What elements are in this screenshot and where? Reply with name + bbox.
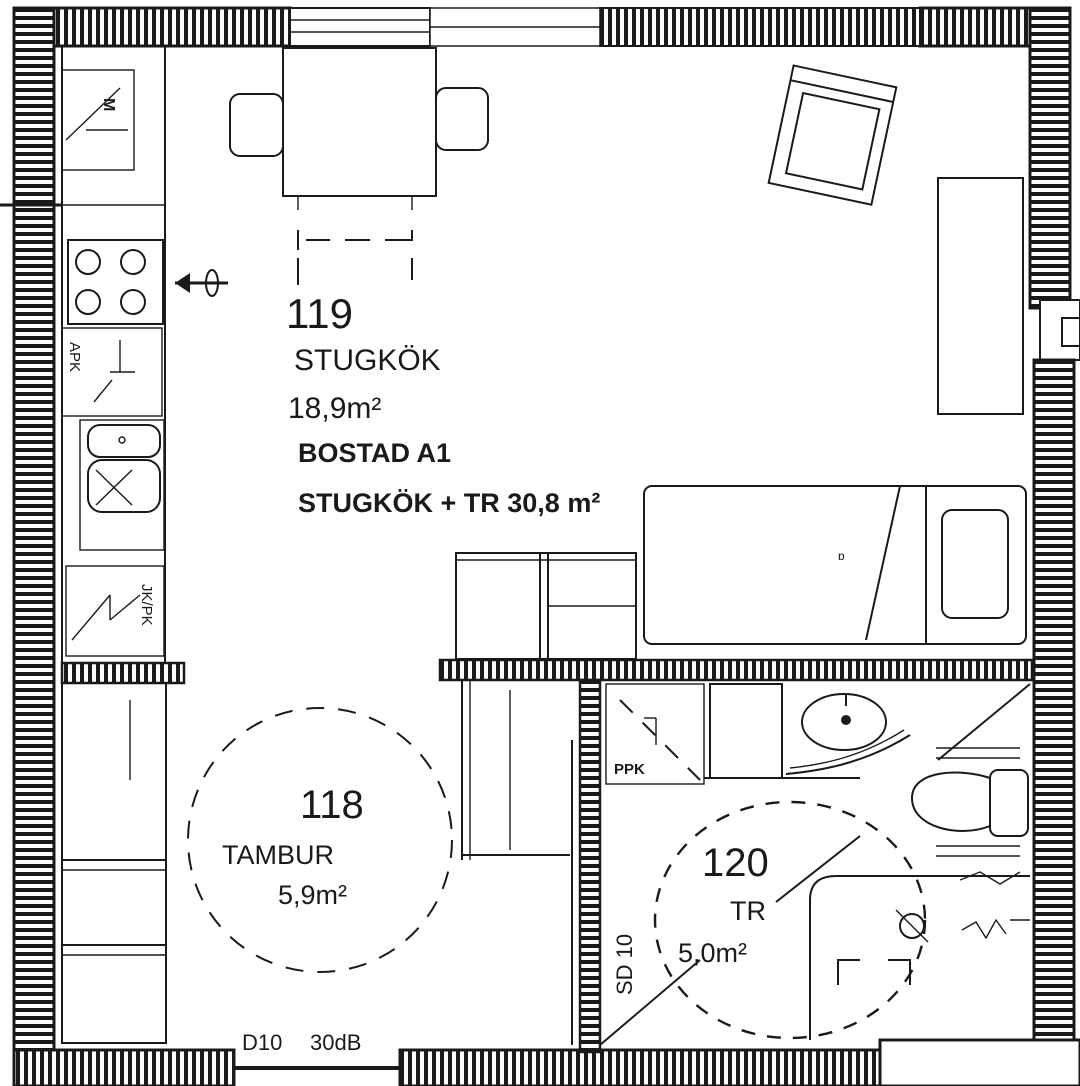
room-120-number: 120	[702, 841, 769, 885]
ventilation-symbol	[175, 269, 228, 297]
sd-label: SD 10	[612, 934, 637, 995]
room-118: 118 TAMBUR 5,9m²	[222, 783, 364, 910]
apartment-total: STUGKÖK + TR 30,8 m²	[298, 488, 600, 518]
fridge-freezer: JK/PK	[65, 565, 165, 657]
shelf-unit	[455, 552, 637, 660]
svg-text:ɒ: ɒ	[838, 549, 845, 563]
dishwasher-label: APK	[66, 342, 83, 372]
sound-rating-label: 30dB	[310, 1030, 361, 1055]
apartment-info: BOSTAD A1 STUGKÖK + TR 30,8 m²	[298, 438, 600, 518]
room-119-name: STUGKÖK	[294, 344, 441, 377]
room-119: 119 STUGKÖK 18,9m²	[286, 290, 441, 425]
hall-closet	[461, 680, 573, 1045]
room-119-area: 18,9m²	[288, 392, 381, 425]
fridge: M	[61, 69, 135, 171]
exterior-walls	[12, 6, 1080, 1086]
room-120: 120 TR 5,0m²	[678, 841, 769, 968]
door-label: D10	[242, 1030, 282, 1055]
apartment-name: BOSTAD A1	[298, 438, 451, 468]
washbasin	[785, 693, 911, 775]
room-119-number: 119	[286, 290, 353, 337]
kitchen-counter: M APK	[0, 46, 166, 663]
room-118-number: 118	[300, 783, 364, 827]
toilet	[910, 747, 1029, 857]
stove	[67, 239, 164, 325]
kitchen-sink	[79, 419, 165, 551]
shower	[809, 871, 1030, 1040]
fridge-freezer-label: JK/PK	[138, 584, 155, 626]
hall-wardrobe	[61, 682, 167, 1044]
ppk-label: PPK	[614, 761, 645, 778]
bath-cabinet: PPK	[605, 683, 860, 785]
wardrobe	[937, 177, 1024, 415]
dishwasher: APK	[61, 327, 163, 417]
armchair	[767, 64, 898, 206]
top-window	[289, 7, 601, 47]
dining-table	[229, 47, 489, 285]
bed: ɒ	[643, 485, 1027, 645]
room-120-name: TR	[730, 896, 766, 926]
interior-walls	[60, 658, 1034, 1054]
room-118-area: 5,9m²	[278, 880, 347, 910]
room-120-area: 5,0m²	[678, 938, 747, 968]
fridge-label: M	[100, 98, 117, 111]
room-118-name: TAMBUR	[222, 840, 334, 870]
turning-circle-bath	[653, 800, 927, 1040]
turning-circle-hall	[187, 707, 453, 973]
